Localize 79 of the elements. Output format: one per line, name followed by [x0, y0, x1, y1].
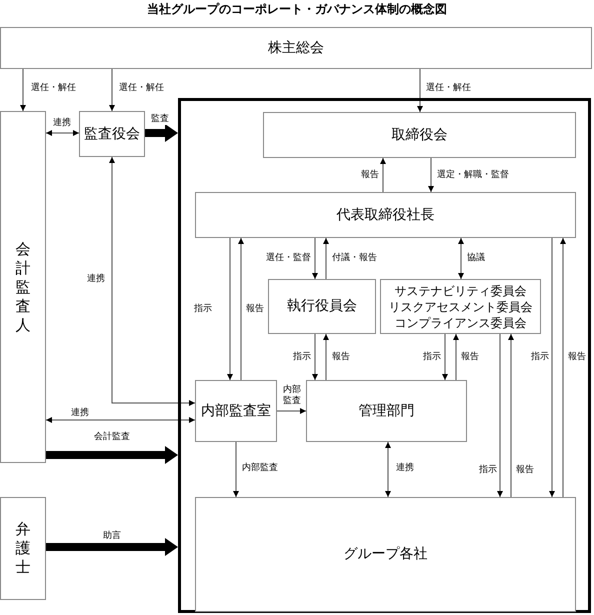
connector-arrow	[560, 238, 566, 498]
box-label: 弁護士	[16, 520, 30, 577]
connector-arrow	[109, 156, 196, 406]
edge-label: 連携	[395, 463, 415, 474]
edge-label: 選任・解任	[118, 83, 165, 94]
organization-box	[268, 279, 376, 334]
edge-label: 協議	[466, 253, 486, 264]
connector-arrow	[385, 442, 391, 498]
box-label: 会計監査人	[16, 240, 30, 334]
thick-arrow	[46, 538, 178, 556]
organization-box	[0, 497, 46, 600]
connector-arrow	[453, 334, 459, 380]
organization-box	[0, 27, 592, 69]
connector-arrow	[428, 158, 434, 192]
edge-label: 助言	[102, 531, 122, 542]
box-label: 株主総会	[268, 40, 324, 56]
edge-label: 内部監査	[241, 463, 279, 474]
edge-label: 報告	[515, 465, 535, 476]
organization-box	[195, 497, 576, 612]
organization-box	[79, 111, 145, 157]
connector-arrow	[458, 238, 464, 280]
connector-arrow	[323, 238, 329, 280]
box-label: 取締役会	[392, 126, 448, 144]
thick-arrow	[145, 124, 178, 142]
committee-name: コンプライアンス委員会	[394, 314, 526, 330]
organization-box	[195, 380, 277, 442]
connector-arrow	[323, 334, 329, 380]
edge-label: 報告	[360, 170, 380, 181]
thick-arrow	[46, 446, 178, 464]
box-label: 管理部門	[358, 402, 414, 420]
connector-arrow	[238, 238, 244, 380]
edge-label: 選任・解任	[30, 83, 77, 94]
edge-label: 選定・解職・監督	[436, 170, 510, 181]
edge-label: 指示	[530, 352, 550, 363]
connector-arrow	[380, 158, 386, 192]
edge-label: 連携	[70, 408, 90, 419]
organization-box	[263, 112, 576, 158]
connector-arrow	[497, 334, 503, 498]
edge-label: 指示	[478, 465, 498, 476]
edge-label: 報告	[567, 352, 587, 363]
edge-label: 報告	[331, 352, 351, 363]
connector-arrow	[233, 442, 239, 498]
committee-name: サステナビリティ委員会	[394, 282, 526, 298]
edge-label: 連携	[86, 274, 106, 285]
box-label: 監査役会	[84, 126, 140, 142]
edge-label: 選任・解任	[425, 83, 472, 94]
connector-arrow	[227, 238, 233, 380]
edge-label: 選任・監督	[265, 253, 312, 264]
edge-label: 会計監査	[93, 432, 131, 443]
edge-label: 指示	[193, 304, 213, 315]
organization-box	[195, 192, 576, 238]
connector-arrow	[442, 334, 448, 380]
connector-arrow	[508, 334, 514, 498]
box-label: グループ各社	[344, 546, 428, 563]
boundary-frame	[178, 98, 591, 613]
box-label: 代表取締役社長	[336, 206, 434, 224]
edge-label: 指示	[422, 352, 442, 363]
edge-label: 指示	[292, 352, 312, 363]
connector-arrow	[549, 238, 555, 498]
edge-label: 連携	[52, 118, 72, 129]
edge-label: 付議・報告	[331, 253, 378, 264]
connector-arrow	[312, 238, 318, 280]
connector-arrow	[109, 68, 115, 112]
title: 当社グループのコーポレート・ガバナンス体制の概念図	[146, 1, 448, 18]
edge-label: 監査	[150, 114, 170, 125]
organization-box	[306, 380, 467, 442]
committee-name: リスクアセスメント委員会	[388, 298, 532, 314]
organization-box	[380, 279, 541, 334]
connector-arrow	[46, 417, 196, 423]
box-label: 執行役員会	[287, 298, 357, 315]
connector-arrow	[417, 68, 423, 112]
organization-box	[0, 111, 46, 463]
box-label: 内部監査室	[201, 402, 271, 420]
connector-arrow	[20, 68, 26, 112]
connector-arrow	[46, 130, 80, 136]
edge-label: 報告	[245, 304, 265, 315]
edge-label: 報告	[460, 352, 480, 363]
connector-arrow	[312, 334, 318, 380]
connector-arrow	[276, 408, 306, 414]
